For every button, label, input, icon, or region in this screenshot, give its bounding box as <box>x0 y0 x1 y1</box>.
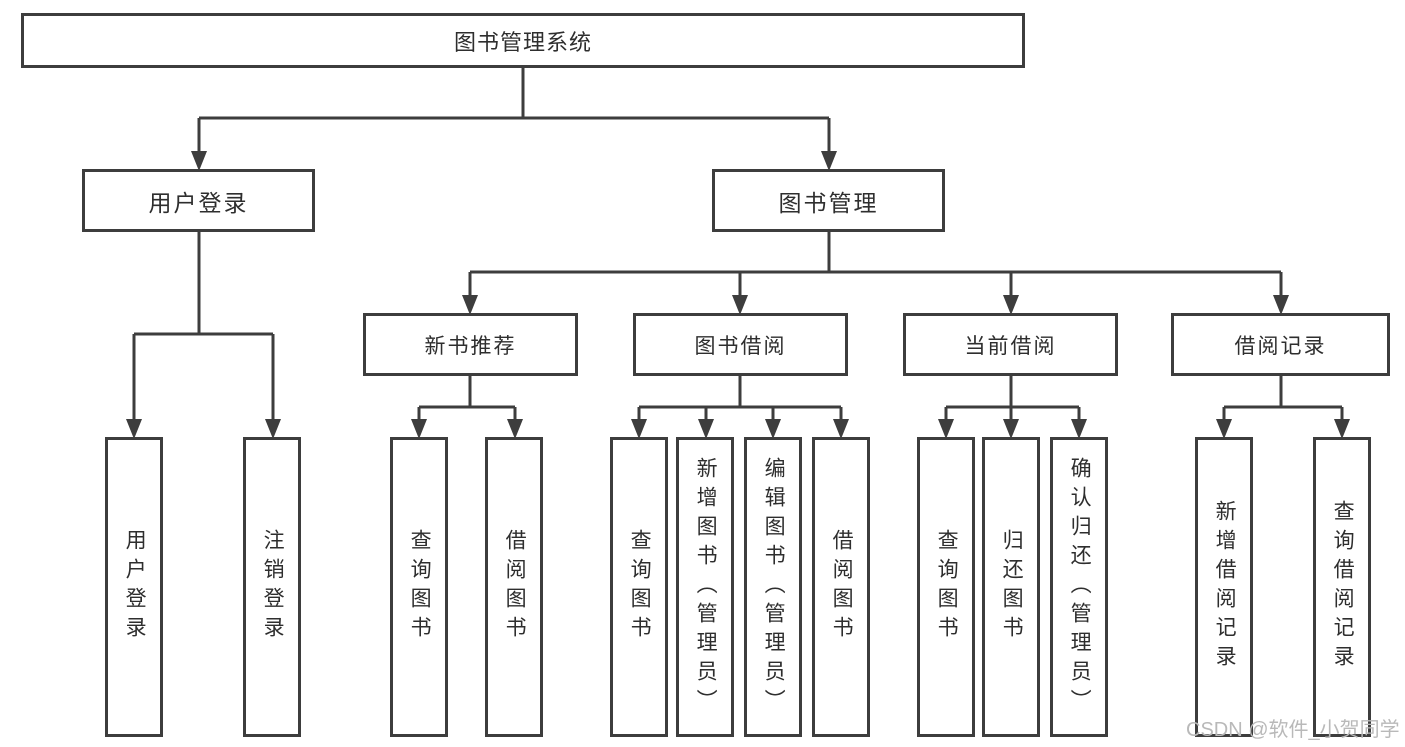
node-edit-book-admin: 编辑图书（管理员） <box>744 437 802 737</box>
node-library-management-system: 图书管理系统 <box>21 13 1025 68</box>
node-logout: 注销登录 <box>243 437 301 737</box>
node-borrowing-records: 借阅记录 <box>1171 313 1390 376</box>
node-query-books: 查询图书 <box>917 437 975 737</box>
node-borrow-books: 借阅图书 <box>485 437 543 737</box>
node-add-borrow-record: 新增借阅记录 <box>1195 437 1253 737</box>
node-user-login-branch: 用户登录 <box>82 169 315 232</box>
node-book-borrowing: 图书借阅 <box>633 313 848 376</box>
csdn-watermark: CSDN @软件_小贺同学 <box>1186 719 1400 741</box>
node-return-books: 归还图书 <box>982 437 1040 737</box>
node-confirm-return-admin: 确认归还（管理员） <box>1050 437 1108 737</box>
node-current-borrowing: 当前借阅 <box>903 313 1118 376</box>
node-borrow-books: 借阅图书 <box>812 437 870 737</box>
node-book-management-branch: 图书管理 <box>712 169 945 232</box>
node-query-books: 查询图书 <box>390 437 448 737</box>
node-new-book-recommendation: 新书推荐 <box>363 313 578 376</box>
node-add-book-admin: 新增图书（管理员） <box>676 437 734 737</box>
node-user-login-leaf: 用户登录 <box>105 437 163 737</box>
node-query-borrow-record: 查询借阅记录 <box>1313 437 1371 737</box>
node-query-books: 查询图书 <box>610 437 668 737</box>
